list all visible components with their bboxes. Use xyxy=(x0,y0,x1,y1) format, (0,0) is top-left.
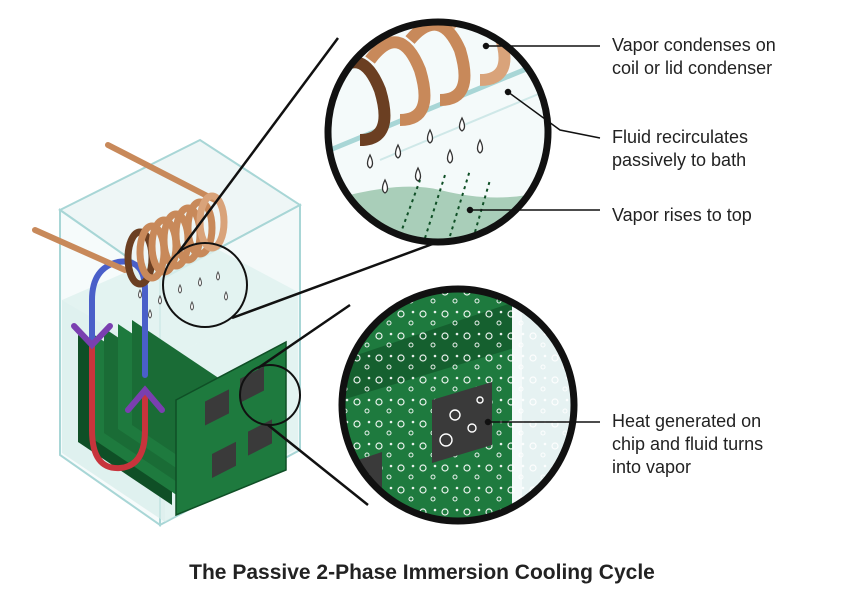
label-vapor-condenses: Vapor condenses on coil or lid condenser xyxy=(612,35,776,78)
label-vapor-rises: Vapor rises to top xyxy=(612,205,752,225)
magnifier-heat xyxy=(338,285,578,525)
zoom-connectors xyxy=(176,37,439,506)
magnifier-condense xyxy=(324,18,552,246)
zoom-ring-top xyxy=(162,242,248,328)
label-heat-generated: Heat generated on chip and fluid turns i… xyxy=(612,411,764,477)
vapor-drop-icon xyxy=(138,270,228,319)
label-fluid-recirculates: Fluid recirculates passively to bath xyxy=(612,127,749,170)
callout-lines xyxy=(466,42,601,426)
server-boards xyxy=(78,320,287,517)
diagram-title: The Passive 2-Phase Immersion Cooling Cy… xyxy=(189,561,655,584)
